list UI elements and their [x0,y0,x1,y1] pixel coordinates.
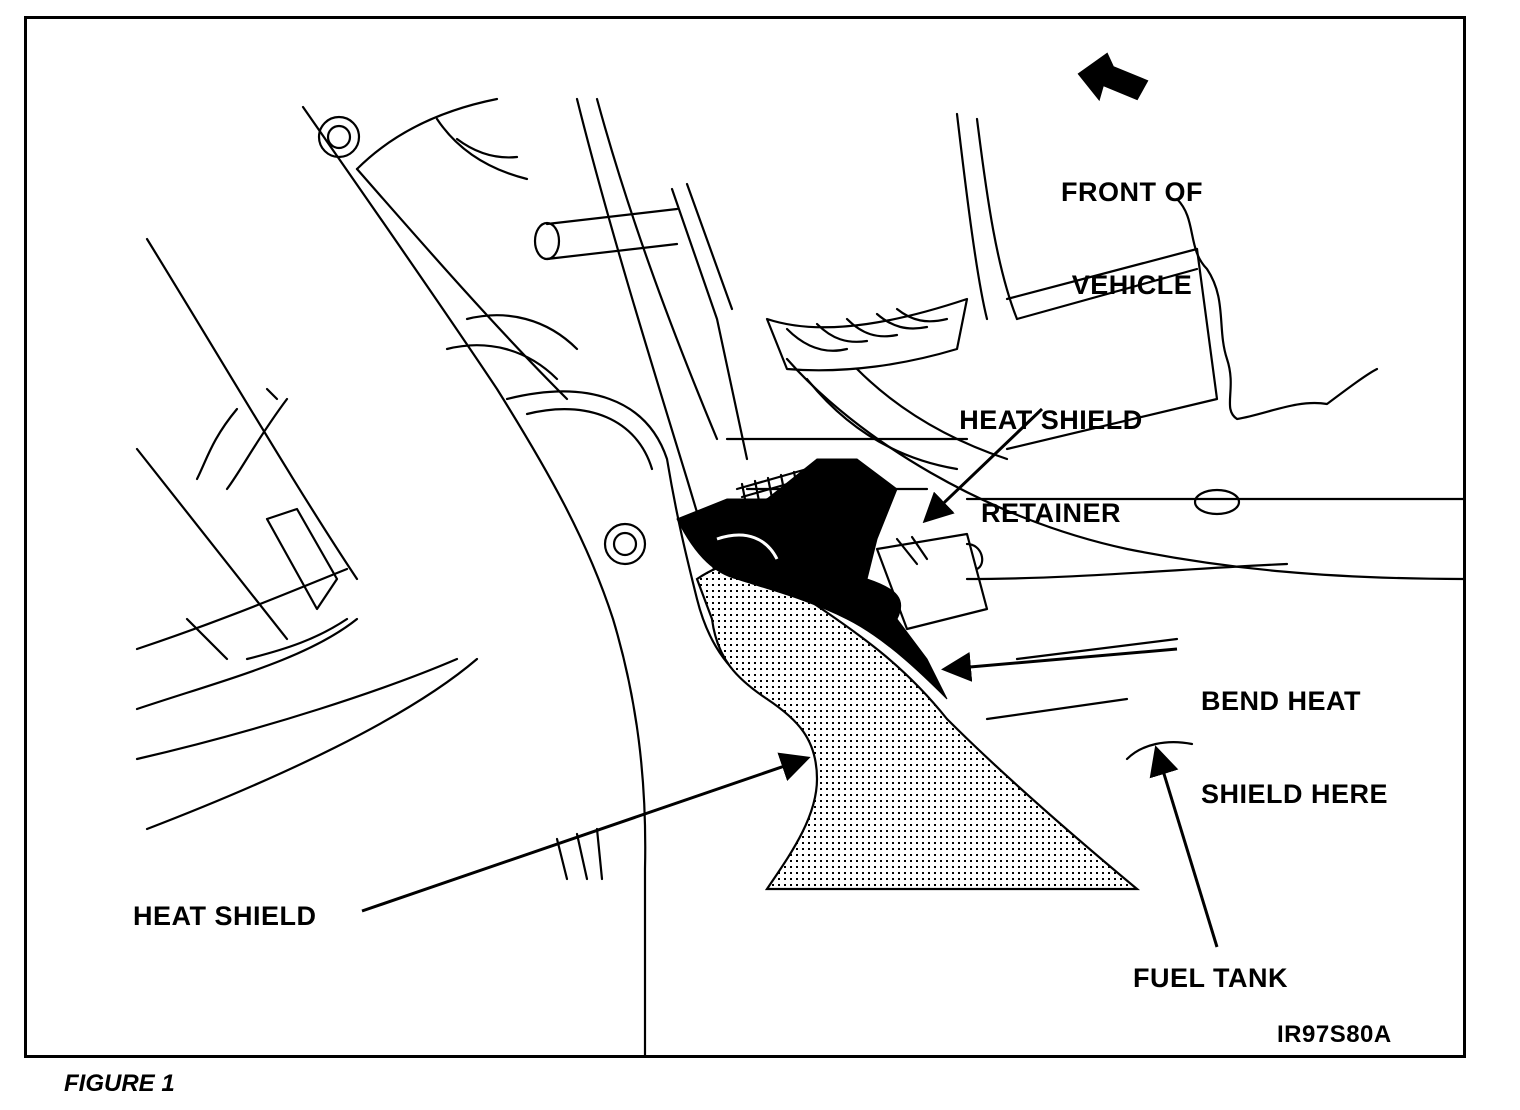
figure-caption: FIGURE 1 [64,1070,175,1097]
front-label-line2: VEHICLE [1071,270,1193,300]
fuel-tank-label: FUEL TANK [1133,963,1288,993]
frame-member-inner [355,167,569,401]
front-arrow-icon [1077,52,1149,102]
cross-tube [545,207,679,261]
front-of-vehicle-label: FRONT OF VEHICLE [1027,115,1237,363]
bend-label-line2: SHIELD HERE [1201,779,1389,809]
bend-label-line1: BEND HEAT [1201,686,1362,716]
exhaust-heat-shield-illustration [135,52,1463,1055]
figure-frame: FRONT OF VEHICLE HEAT SHIELD RETAINER BE… [24,16,1466,1058]
heat-shield-label: HEAT SHIELD [133,901,317,931]
frame-member-outer [301,105,647,1055]
tank-fitting [1193,488,1241,516]
exhaust-pipe-lower [135,657,459,761]
leader-heat-shield [361,752,811,913]
bolt-lower [603,522,647,566]
fuel-tank-top [785,357,1463,581]
bend-heat-shield-label: BEND HEAT SHIELD HERE [1201,624,1388,872]
exhaust-pipe-upper [145,237,359,581]
front-label-line1: FRONT OF [1061,177,1203,207]
leader-fuel-tank [1149,745,1219,948]
bolt-top [317,115,361,159]
shield-bend-black [676,458,948,700]
drawing-code: IR97S80A [1277,1021,1392,1048]
retainer-label-line2: RETAINER [980,498,1121,528]
heat-shield-retainer-label: HEAT SHIELD RETAINER [941,343,1161,591]
brake-cable [575,97,719,581]
retainer-label-line1: HEAT SHIELD [959,405,1143,435]
leader-bend [941,647,1178,682]
leader-retainer [922,407,1044,524]
heat-shield [695,562,1141,891]
